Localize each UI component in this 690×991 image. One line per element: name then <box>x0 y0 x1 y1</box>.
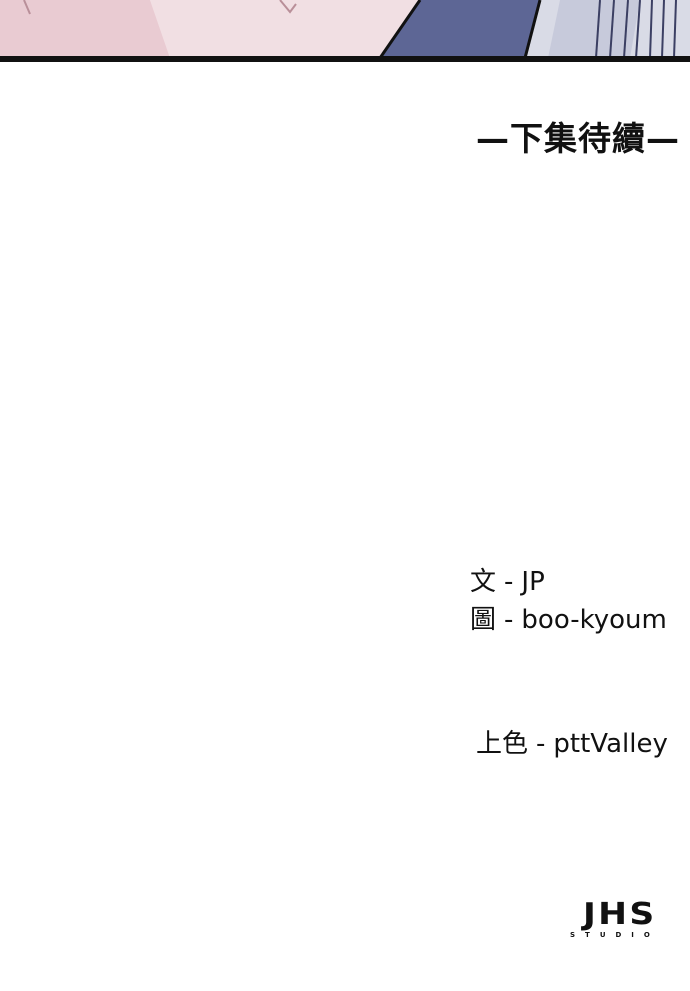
credit-color: 上色-pttValley <box>476 728 668 760</box>
studio-logo-subtitle: STUDIO <box>570 931 660 939</box>
credit-name: pttValley <box>553 729 668 759</box>
credit-story: 文-JP <box>470 566 545 598</box>
credit-name: JP <box>521 567 545 597</box>
comic-panel-bottom-edge <box>0 0 690 62</box>
studio-logo: JHS STUDIO <box>568 897 672 940</box>
credit-role: 圖 <box>470 605 497 635</box>
credit-separator: - <box>504 567 514 597</box>
studio-logo-mark: JHS <box>583 897 657 932</box>
credit-art: 圖-boo-kyoum <box>470 604 667 636</box>
credit-role: 文 <box>470 567 497 597</box>
to-be-continued-label: —下集待續— <box>476 119 680 158</box>
credit-separator: - <box>504 605 514 635</box>
credit-name: boo-kyoum <box>521 605 667 635</box>
credit-role: 上色 <box>476 729 529 759</box>
credit-separator: - <box>536 729 546 759</box>
comic-panel-artwork <box>0 0 690 62</box>
